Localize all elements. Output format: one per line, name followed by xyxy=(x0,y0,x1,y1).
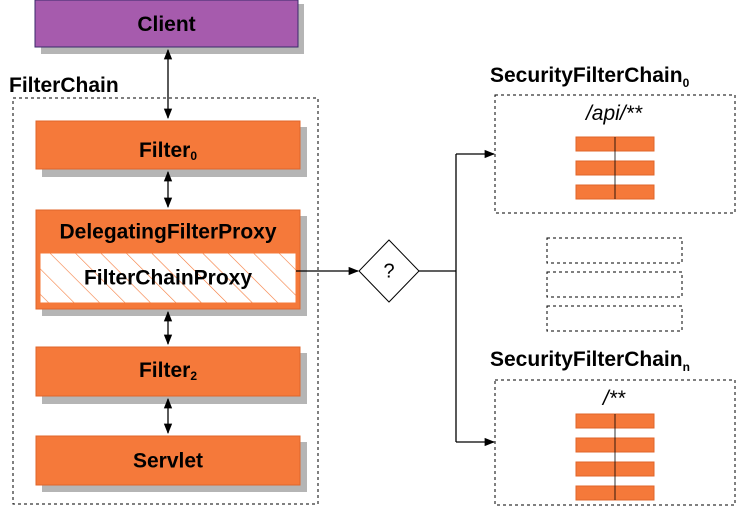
filter2-node: Filter2 xyxy=(35,346,307,404)
delegating-filter-proxy-node: DelegatingFilterProxy FilterChainProxy xyxy=(35,209,307,316)
placeholder-chain-1 xyxy=(546,237,683,264)
security-filter-chain-0: SecurityFilterChain0 /api/** xyxy=(490,64,736,214)
filter2-label: Filter2 xyxy=(139,359,197,384)
client-node: Client xyxy=(34,0,304,54)
client-label: Client xyxy=(137,13,195,36)
servlet-label: Servlet xyxy=(133,450,203,473)
chain0-filter-stack xyxy=(575,136,655,200)
security-filter-chain-n-pattern: /** xyxy=(601,387,626,410)
filter-chain-proxy-label: FilterChainProxy xyxy=(84,267,252,290)
filter-chain-proxy-node: FilterChainProxy xyxy=(39,252,297,304)
filter0-label: Filter0 xyxy=(139,139,197,164)
security-filter-chain-0-title: SecurityFilterChain0 xyxy=(490,64,690,90)
branch-lines xyxy=(419,149,496,447)
security-filter-chain-n: SecurityFilterChainn /** xyxy=(490,348,736,506)
decision-label: ? xyxy=(383,260,394,282)
security-filter-chain-0-pattern: /api/** xyxy=(584,102,643,125)
security-filter-chain-n-title: SecurityFilterChainn xyxy=(490,348,690,374)
filter-chain-title: FilterChain xyxy=(9,74,119,97)
servlet-node: Servlet xyxy=(35,435,307,492)
decision-diamond: ? xyxy=(358,239,420,303)
filter0-node: Filter0 xyxy=(35,120,307,177)
additional-chains-placeholder xyxy=(546,237,683,332)
delegating-filter-proxy-label: DelegatingFilterProxy xyxy=(59,221,276,244)
chainn-filter-stack xyxy=(575,413,655,501)
placeholder-chain-2 xyxy=(546,271,683,298)
placeholder-chain-3 xyxy=(546,305,683,332)
